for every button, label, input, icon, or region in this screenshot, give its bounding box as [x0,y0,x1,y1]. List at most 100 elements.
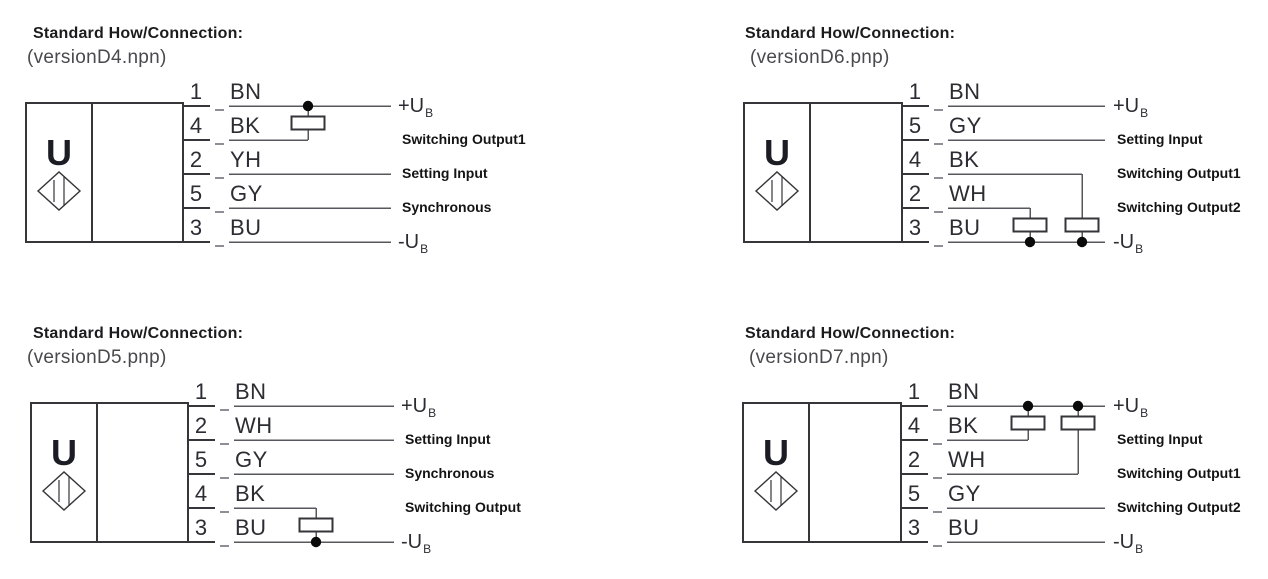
terminal-signal-label: Switching Output2 [1117,499,1241,515]
supply-label-subscript: B [428,406,437,420]
terminal-signal-label: Switching Output1 [1117,465,1241,481]
sensor-type-label: U [764,132,790,173]
pin-number: 3 [907,515,921,540]
supply-label-text: +U [1113,95,1140,117]
supply-label-text: -U [1113,231,1135,253]
supply-label-text: -U [401,531,423,553]
wire-color-code: GY [235,447,268,472]
transducer-diamond-icon [36,171,82,211]
pin-number: 4 [194,481,208,506]
supply-label-subscript: B [1135,242,1144,256]
terminal-supply-label: -UB [1113,530,1144,556]
pin-number: 2 [189,147,203,172]
supply-label-subscript: B [1140,406,1149,420]
diagram-title: Standard How/Connection: [33,325,244,342]
terminal-signal-label: Switching Output1 [402,131,526,147]
pin-number: 2 [908,181,922,206]
wire-color-code: BU [235,515,267,540]
wire-color-code: GY [230,181,263,206]
supply-label-text: +U [1113,395,1140,417]
wire-color-code: BU [230,215,262,240]
transducer-diamond-icon [41,471,87,511]
load-resistor [290,115,326,131]
pin-number: 2 [194,413,208,438]
terminal-signal-label: Switching Output1 [1117,165,1241,181]
transducer-diamond-icon [754,171,800,211]
wire-color-code: WH [235,413,273,438]
load-resistor [1010,415,1046,431]
supply-label-text: -U [398,231,420,253]
terminal-supply-label: +UB [1113,394,1149,420]
diagram-title: Standard How/Connection: [745,25,956,42]
wire-color-code: WH [949,181,987,206]
wire-color-code: BN [948,379,980,404]
supply-label-subscript: B [425,106,434,120]
supply-label-subscript: B [423,542,432,556]
pin-number: 1 [194,379,208,404]
pin-number: 4 [907,413,921,438]
diagram-version: (versionD6.pnp) [750,47,890,68]
load-resistor [1060,415,1096,431]
load-resistor [1064,217,1100,233]
supply-label-text: -U [1113,531,1135,553]
sensor-box [742,402,902,543]
pin-number: 3 [194,515,208,540]
terminal-signal-label: Synchronous [405,465,495,481]
wire-color-code: BU [949,215,981,240]
terminal-signal-label: Setting Input [1117,431,1203,447]
terminal-supply-label: -UB [398,230,429,256]
diagram-title: Standard How/Connection: [33,25,244,42]
terminal-signal-label: Switching Output2 [1117,199,1241,215]
wire-color-code: GY [948,481,981,506]
pin-number: 1 [907,379,921,404]
load-resistor [1012,217,1048,233]
junction-dot [1024,236,1036,248]
sensor-type-label: U [46,132,72,173]
terminal-signal-label: Switching Output [405,499,521,515]
diagram-version: (versionD5.pnp) [27,347,167,368]
junction-dot [1076,236,1088,248]
terminal-signal-label: Setting Input [1117,131,1203,147]
pin-number: 3 [908,215,922,240]
pin-number: 5 [907,481,921,506]
pin-number: 1 [189,79,203,104]
load-resistor [298,517,334,533]
terminal-supply-label: +UB [401,394,437,420]
pin-number: 1 [908,79,922,104]
supply-label-text: +U [401,395,428,417]
pin-number: 5 [189,181,203,206]
terminal-supply-label: +UB [1113,94,1149,120]
transducer-diamond-icon [753,471,799,511]
wire-color-code: BK [948,413,979,438]
supply-label-subscript: B [1135,542,1144,556]
sensor-box [30,402,189,543]
wire-color-code: BN [235,379,267,404]
wire-color-code: GY [949,113,982,138]
pin-number: 2 [907,447,921,472]
sensor-box [25,102,184,243]
junction-dot [302,100,314,112]
pin-number: 5 [194,447,208,472]
wire-color-code: YH [230,147,262,172]
sensor-type-label: U [763,432,789,473]
pin-number: 3 [189,215,203,240]
wire-color-code: BK [235,481,266,506]
sensor-box [743,102,903,243]
supply-label-subscript: B [420,242,429,256]
wire-color-code: BN [949,79,981,104]
terminal-signal-label: Setting Input [402,165,488,181]
terminal-signal-label: Synchronous [402,199,492,215]
terminal-signal-label: Setting Input [405,431,491,447]
diagram-title: Standard How/Connection: [745,325,956,342]
junction-dot [310,536,322,548]
junction-dot [1022,400,1034,412]
supply-label-subscript: B [1140,106,1149,120]
diagram-version: (versionD4.npn) [27,47,167,68]
wire-color-code: WH [948,447,986,472]
terminal-supply-label: -UB [401,530,432,556]
supply-label-text: +U [398,95,425,117]
pin-number: 4 [908,147,922,172]
wire-color-code: BK [949,147,980,172]
